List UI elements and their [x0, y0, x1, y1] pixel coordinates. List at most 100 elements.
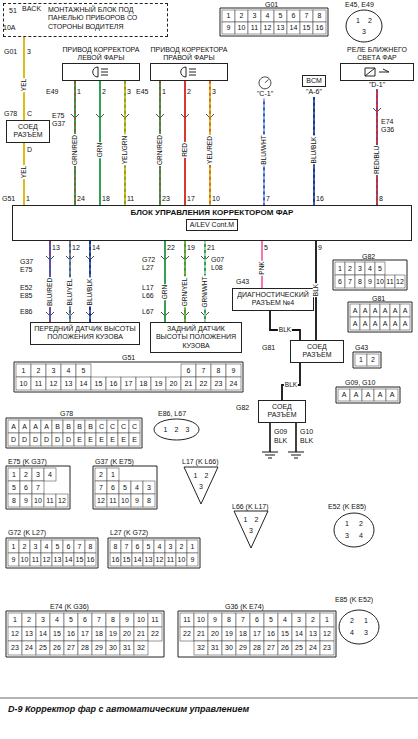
connector-face: [333, 260, 407, 290]
pin-number: A: [360, 317, 370, 330]
pin-number: 2: [235, 10, 248, 22]
pin-cell: [132, 553, 143, 566]
pin-number: 11: [30, 553, 41, 566]
pin-number: 7: [196, 364, 211, 377]
pin-number: D: [19, 433, 30, 446]
connector-label: L27 (K G72): [110, 529, 148, 537]
pin-number: E: [118, 433, 129, 446]
connector-label: 2: [102, 88, 106, 96]
pin-number: D: [52, 433, 63, 446]
pin-cell: [143, 553, 154, 566]
pin-cell: [181, 377, 196, 390]
pin-cell: [85, 553, 96, 566]
pin-number: 3: [358, 26, 370, 37]
pin-number: 11: [148, 613, 162, 627]
pin-number: 26: [278, 641, 292, 655]
pin-number: 6: [107, 481, 119, 494]
relay-icon: [341, 64, 413, 80]
pin-cell: [345, 262, 355, 275]
connector-label: 1: [162, 88, 166, 96]
pin-number: A: [350, 304, 360, 317]
component-box: СОЕД РАЗЪЕМ: [6, 120, 50, 143]
connector-label: 17: [187, 195, 195, 203]
pin-cell: [176, 540, 187, 553]
connector-face: [220, 8, 328, 36]
pin-cell: [41, 553, 52, 566]
gauge-outline: [259, 77, 271, 89]
pin-cell: [226, 377, 241, 390]
pin-cell: [338, 389, 350, 401]
connector-label: 7: [266, 195, 270, 203]
pin-cell: [76, 377, 91, 390]
connector-face: [14, 362, 243, 392]
pin-cell: [386, 389, 398, 401]
pin-cell: [360, 304, 370, 317]
pin-number: 7: [32, 481, 44, 494]
connector-face: [348, 302, 412, 332]
pin-cell: [350, 304, 360, 317]
pin-number: 9: [226, 364, 241, 377]
pin-cell: [107, 420, 118, 433]
pin-cell: [121, 540, 132, 553]
pin-cell: [19, 553, 30, 566]
wire: [282, 363, 300, 400]
pin-cell: [30, 553, 41, 566]
pin-cell: [278, 641, 292, 655]
connector-label: G51: [122, 354, 135, 362]
pin-cell: [180, 613, 194, 627]
pin-cell: [250, 627, 264, 641]
connector-label: E86: [20, 308, 32, 316]
connector-label: 3: [212, 88, 216, 96]
pin-number: 4: [44, 468, 56, 481]
pin-cell: [335, 262, 345, 275]
pin-number: E: [85, 433, 96, 446]
pin-cell: [8, 641, 22, 655]
pin-cell: [118, 420, 129, 433]
pin-cell: [119, 494, 131, 507]
wire-color: BLU/BLK: [87, 278, 94, 307]
pin-number: B: [85, 420, 96, 433]
pin-number: 1: [16, 364, 31, 377]
pin-cell: [134, 641, 148, 655]
pin-number: 30: [106, 641, 120, 655]
pin-number: 2: [19, 540, 30, 553]
pin-number: A: [370, 304, 380, 317]
pin-number: 13: [274, 22, 287, 34]
component-box: РЕЛЕ БЛИЖНЕГО СВЕТА ФАР"D-1": [340, 46, 414, 89]
pin-number: 3: [292, 613, 306, 627]
pin-cell: [367, 354, 379, 366]
pin-cell: [119, 481, 131, 494]
pin-cell: [96, 420, 107, 433]
pin-number: A: [386, 389, 398, 401]
pin-cell: [287, 22, 300, 34]
connector-label: G36: [381, 126, 394, 134]
connector-label: 21: [207, 244, 215, 252]
pin-number: 10: [375, 275, 385, 288]
connector-label: G09: [274, 428, 287, 436]
pin-number: 10: [134, 613, 148, 627]
pin-number: 1: [355, 354, 367, 366]
wire-color: GRN: [97, 142, 104, 158]
pin-cell: [120, 641, 134, 655]
pin-cell: [306, 627, 320, 641]
pin-number: E: [107, 433, 118, 446]
pin-number: 18: [136, 377, 151, 390]
pin-number: 9: [20, 494, 32, 507]
pin-number: 1: [160, 424, 171, 435]
connector-label: 13: [52, 244, 60, 252]
pin-cell: [131, 494, 143, 507]
lamp-icon: [63, 64, 139, 80]
pin-cell: [50, 627, 64, 641]
pin-number: A: [380, 317, 390, 330]
connector-label: 9: [318, 244, 322, 252]
pin-cell: [74, 540, 85, 553]
pin-cell: [300, 22, 313, 34]
pin-cell: [264, 627, 278, 641]
pin-number: E: [96, 433, 107, 446]
pin-number: 6: [132, 540, 143, 553]
pin-cell: [222, 641, 236, 655]
pin-number: 32: [194, 641, 208, 655]
pin-number: 17: [250, 627, 264, 641]
connector-label: G37 (K E75): [95, 458, 134, 466]
connector-face: [353, 352, 381, 368]
